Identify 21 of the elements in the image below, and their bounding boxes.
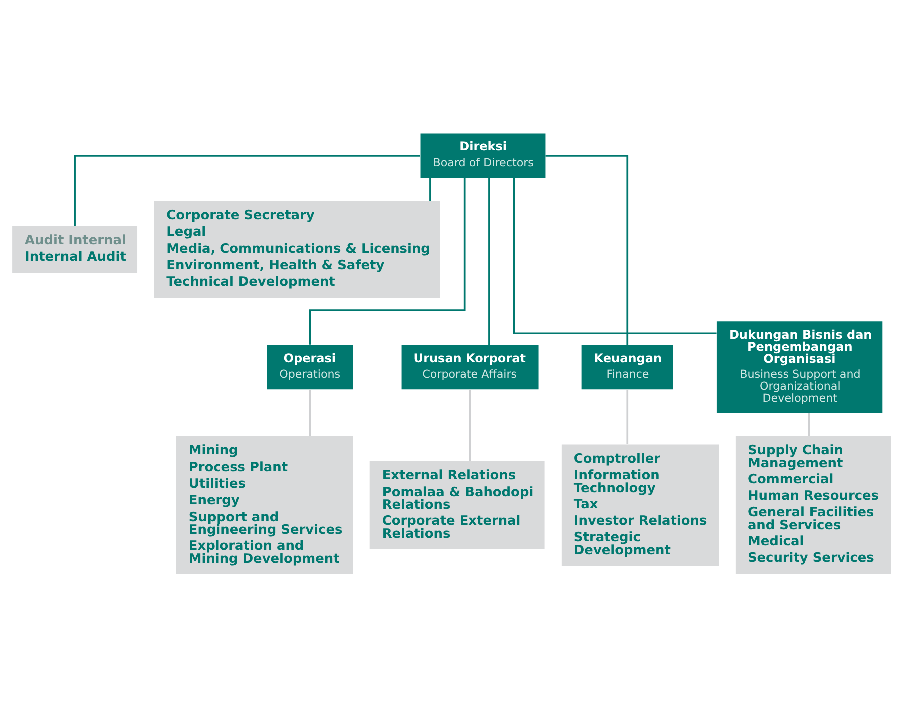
node-box: Urusan Korporat Corporate Affairs [402, 345, 539, 390]
node-box: Audit Internal Internal Audit [12, 226, 138, 274]
node-box: Direksi Board of Directors [420, 134, 546, 178]
node-box: Keuangan Finance [582, 345, 674, 390]
connector [626, 390, 629, 444]
connector [469, 390, 472, 462]
connector [808, 413, 810, 436]
node-box: Dukungan Bisnis dan Pengembangan Organisasi Business Support and Organizational Development [716, 322, 883, 414]
node-box: Comptroller Information Technology Tax Investor Relations Strategic Development [562, 444, 720, 566]
connector [430, 178, 432, 202]
node-box: Mining Process Plant Utilities Energy Support and Engineering Services Exploration and Mining Development [176, 436, 354, 574]
connector [546, 154, 629, 346]
connector [309, 390, 312, 436]
node-box: Operasi Operations [267, 345, 354, 390]
node-box: Supply Chain Management Commercial Human Resources General Facilities and Services Medical Security Services [736, 436, 892, 574]
connector [309, 178, 466, 345]
connector [513, 178, 717, 335]
node-box: Corporate Secretary Legal Media, Communications & Licensing Environment, Health & Safety Technical Development [154, 201, 440, 298]
node-box: External Relations Pomalaa & Bahodopi Relations Corporate External Relations [370, 461, 545, 550]
connector [488, 178, 490, 346]
connector [74, 154, 420, 226]
